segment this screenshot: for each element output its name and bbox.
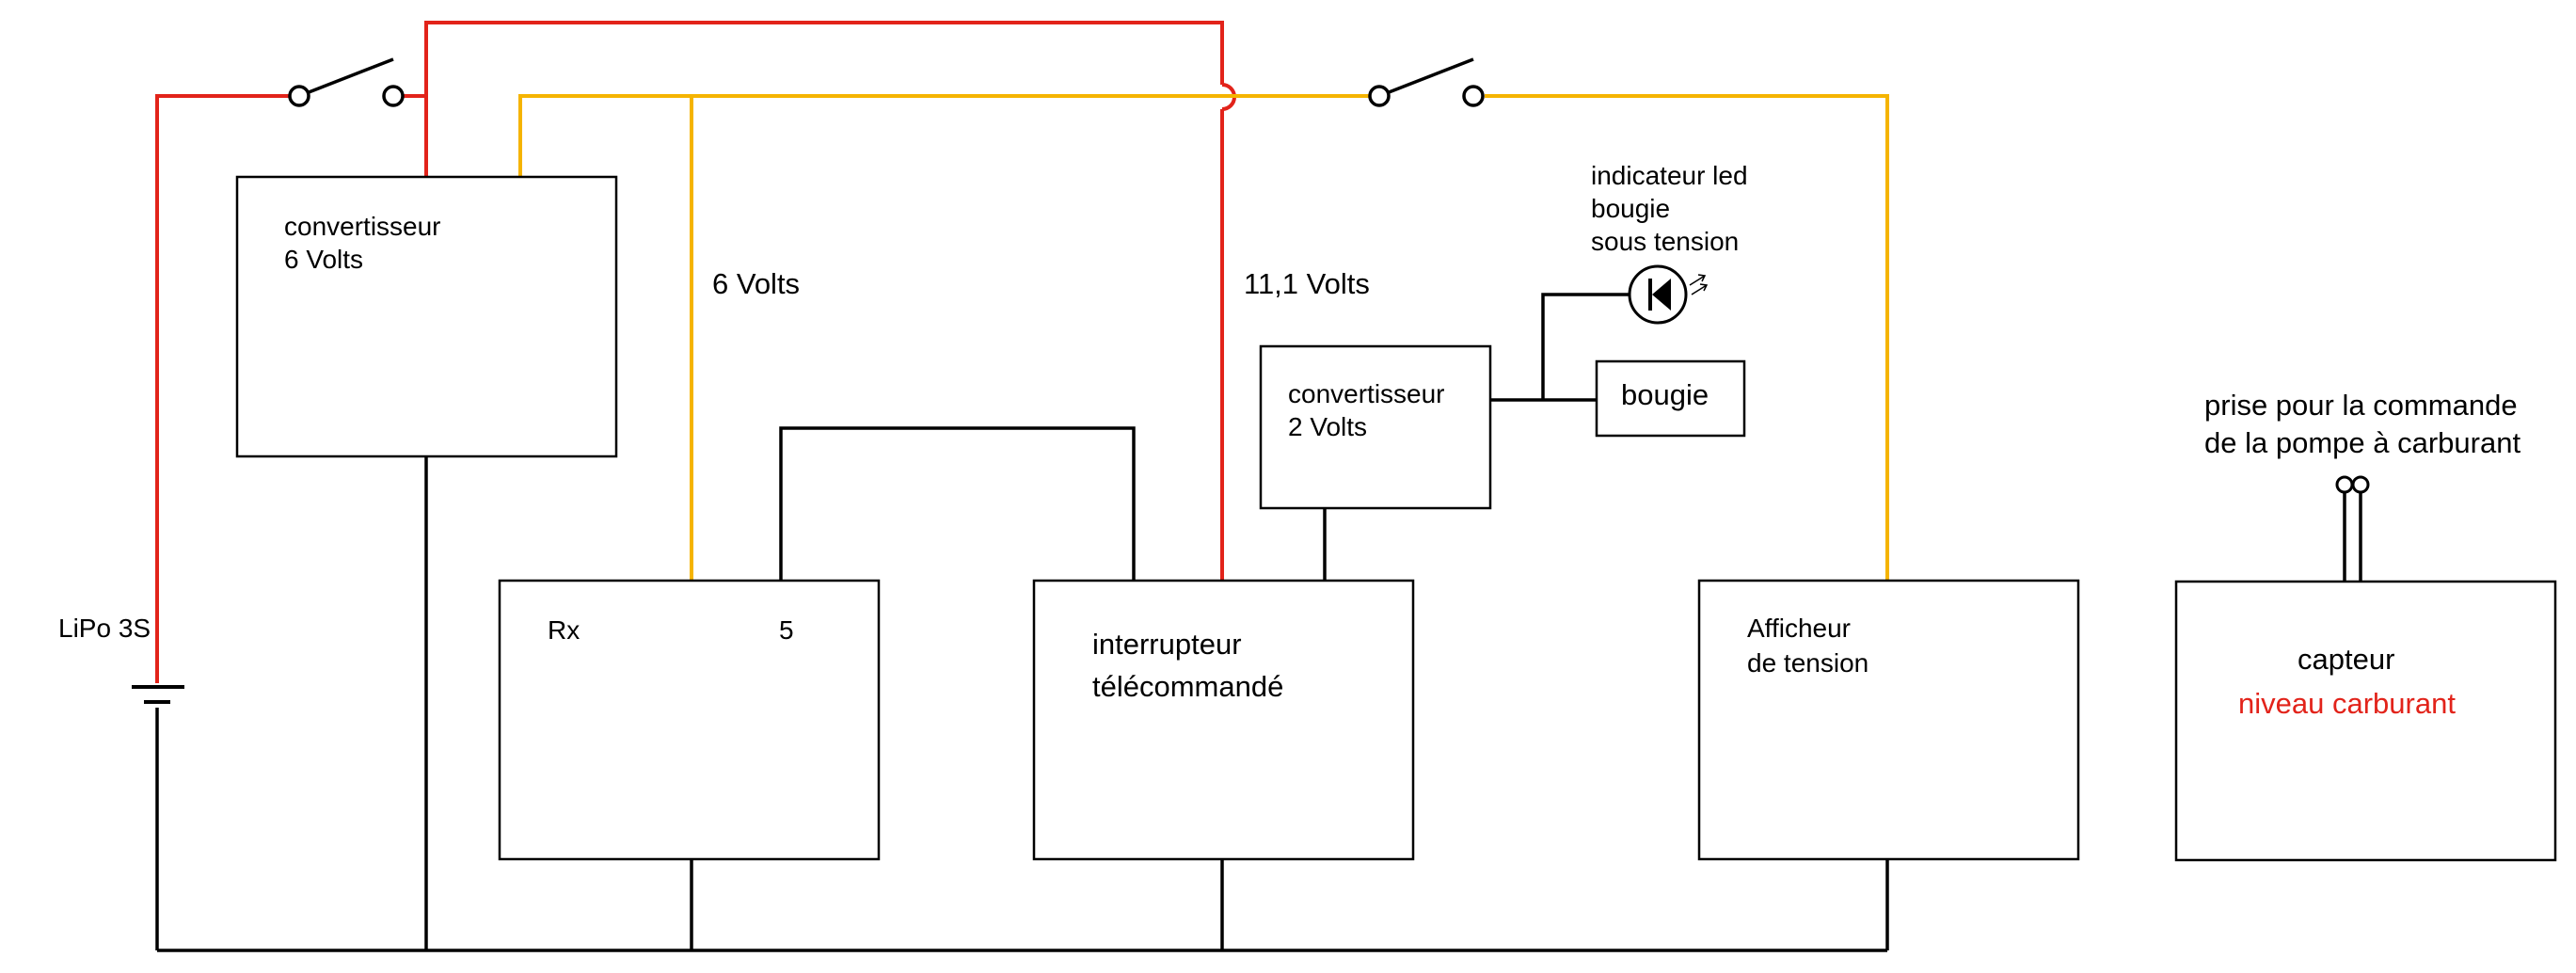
converter-2v-label-line1: convertisseur: [1288, 379, 1445, 408]
pump-socket-label-line1: prise pour la commande: [2204, 389, 2518, 422]
led-indicator-label-line1: indicateur led: [1591, 161, 1748, 190]
converter-6v-label-line2: 6 Volts: [284, 245, 363, 274]
voltage-display-label-line2: de tension: [1747, 648, 1868, 678]
eleven-volt-wire: [424, 21, 1224, 96]
six-volts-label: 6 Volts: [712, 267, 800, 300]
display-switch[interactable]: [1368, 57, 1485, 107]
switch-icon: [288, 57, 405, 107]
battery-positive-wire: [155, 94, 290, 683]
converter-6v-box: [235, 175, 618, 458]
led-indicator-label-line3: sous tension: [1591, 227, 1739, 256]
fuel-sensor-label-line1: capteur: [2298, 643, 2394, 676]
voltage-display-box: [1697, 579, 2080, 861]
main-power-switch[interactable]: [288, 57, 405, 107]
rx-channel-5-wire: [779, 426, 1136, 581]
led-wire: [1541, 293, 1630, 400]
battery-label: LiPo 3S: [58, 614, 151, 643]
battery-symbol: [132, 685, 184, 704]
six-volt-main-wire: [518, 94, 1369, 177]
eleven-volts-label: 11,1 Volts: [1244, 267, 1370, 300]
display-supply-wire: [1485, 94, 1889, 581]
six-volt-wiring: [518, 94, 1889, 581]
positive-wiring: [155, 21, 1224, 683]
voltage-display-label-line1: Afficheur: [1747, 614, 1851, 643]
fuel-sensor-label-line2: niveau carburant: [2238, 687, 2456, 720]
led-diode-icon: [1628, 264, 1709, 325]
fuel-sensor-box: [2174, 580, 2557, 862]
remote-switch-box: [1032, 579, 1415, 861]
pump-socket-connector: [2335, 475, 2370, 494]
glow-plug-box: [1595, 359, 1746, 438]
led-indicator-label-line2: bougie: [1591, 194, 1670, 223]
receiver-label: Rx: [548, 615, 580, 645]
glow-plug-label: bougie: [1621, 378, 1709, 411]
converter-2v-box: [1259, 344, 1492, 510]
ground-wiring: [155, 293, 2362, 952]
switch-icon: [1368, 57, 1485, 107]
pump-socket-label-line2: de la pompe à carburant: [2204, 426, 2520, 459]
converter-2v-label-line2: 2 Volts: [1288, 412, 1367, 441]
receiver-channel-label: 5: [779, 615, 794, 645]
remote-switch-label-line1: interrupteur: [1092, 628, 1242, 661]
receiver-box: [498, 579, 881, 861]
remote-switch-label-line2: télécommandé: [1092, 670, 1283, 703]
converter-6v-label-line1: convertisseur: [284, 212, 441, 241]
